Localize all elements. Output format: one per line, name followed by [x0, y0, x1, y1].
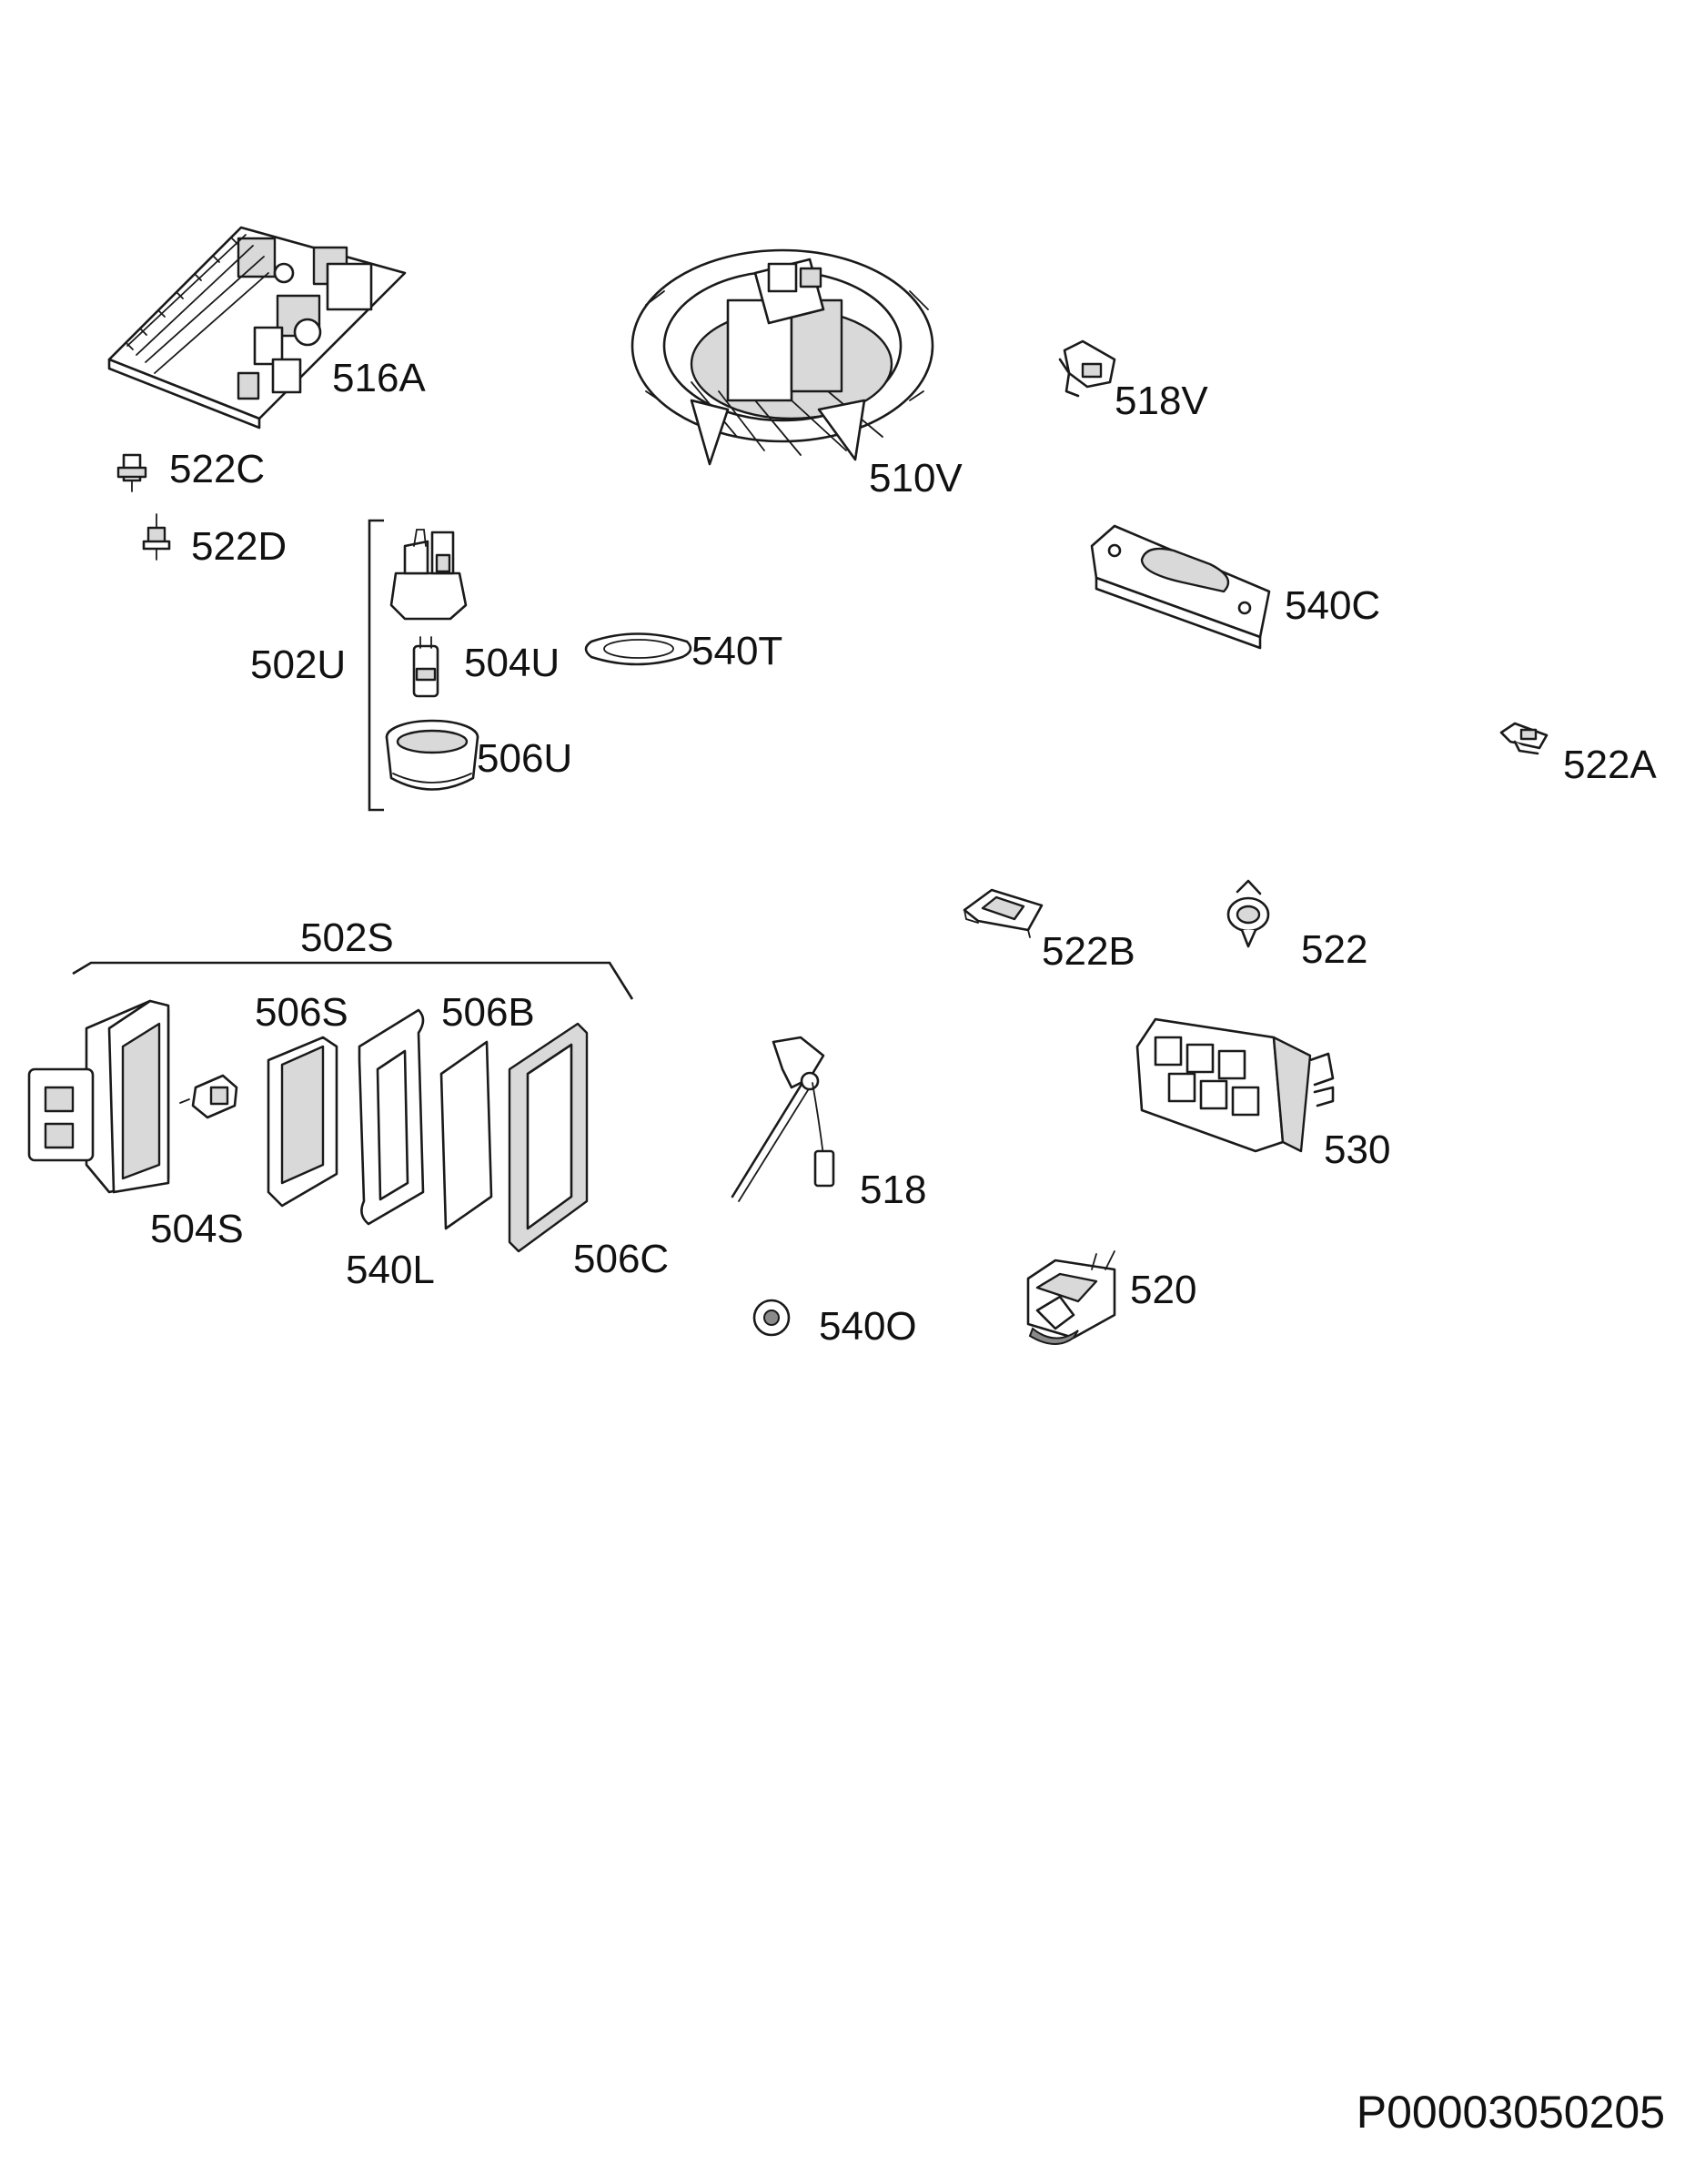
label-522B: 522B [1042, 929, 1135, 974]
label-518: 518 [860, 1168, 926, 1212]
label-506U: 506U [477, 736, 572, 781]
part-522D-terminal-pin[interactable] [142, 513, 171, 561]
label-540T: 540T [691, 629, 782, 673]
label-540L: 540L [346, 1248, 435, 1292]
label-522A: 522A [1563, 743, 1657, 787]
part-522-clip[interactable] [1226, 879, 1270, 948]
label-504U: 504U [464, 641, 560, 685]
part-522A-bracket[interactable] [1499, 722, 1549, 755]
label-506C: 506C [573, 1237, 669, 1281]
part-504S-lamp-bulb[interactable] [179, 1074, 238, 1119]
document-number: P00003050205 [1357, 2087, 1665, 2138]
part-502S-lamp-housing[interactable] [27, 999, 170, 1194]
label-518V: 518V [1115, 379, 1208, 423]
label-530: 530 [1324, 1127, 1390, 1172]
label-522: 522 [1301, 927, 1367, 972]
label-522D: 522D [191, 524, 287, 569]
part-530-terminal-block[interactable] [1135, 1017, 1335, 1153]
label-520: 520 [1130, 1268, 1196, 1312]
label-516A: 516A [332, 356, 426, 400]
part-504U-lamp-bulb[interactable] [412, 636, 439, 698]
part-506C-lamp-outer-frame[interactable] [508, 1022, 589, 1253]
label-502U: 502U [250, 642, 346, 687]
part-540O-grommet[interactable] [752, 1299, 791, 1337]
part-518V-thermostat[interactable] [1058, 339, 1116, 398]
part-502U-lamp-holder[interactable] [389, 529, 468, 621]
label-506B: 506B [441, 990, 535, 1035]
label-522C: 522C [169, 447, 265, 491]
label-502S: 502S [300, 915, 394, 960]
group-502S-bracket [72, 961, 634, 1000]
part-516A-control-board[interactable] [107, 226, 407, 430]
part-540T-seal-ring[interactable] [584, 632, 692, 666]
label-506S: 506S [255, 990, 348, 1035]
label-540O: 540O [819, 1304, 917, 1349]
group-502U-bracket [368, 519, 384, 812]
part-522B-frame-bracket[interactable] [963, 888, 1044, 938]
part-520-switch[interactable] [1026, 1250, 1116, 1345]
part-506S-lamp-frame[interactable] [267, 1036, 338, 1208]
part-506U-lamp-cover[interactable] [385, 719, 479, 791]
label-540C: 540C [1285, 583, 1380, 628]
label-504S: 504S [150, 1207, 244, 1251]
part-506B-lamp-glass[interactable] [439, 1040, 493, 1230]
part-540L-lamp-gasket[interactable] [358, 1008, 425, 1226]
part-518-temperature-probe[interactable] [731, 1036, 835, 1202]
part-540C-gasket-plate[interactable] [1090, 524, 1271, 650]
label-510V: 510V [869, 456, 963, 500]
part-522C-terminal-pin[interactable] [116, 453, 147, 492]
part-510V-fan-motor[interactable] [631, 248, 934, 466]
